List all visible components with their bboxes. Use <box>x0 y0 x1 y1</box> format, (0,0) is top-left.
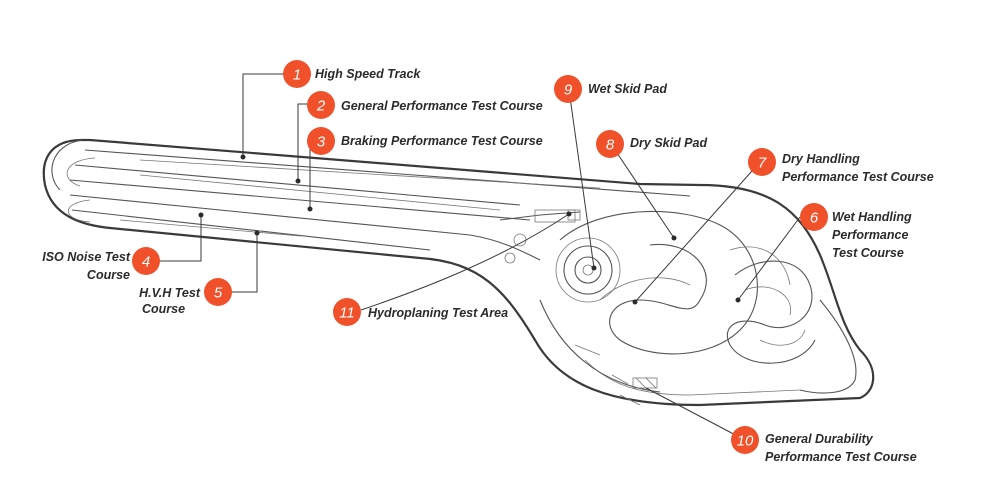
course-callouts: 1 High Speed Track 2 General Performance… <box>42 60 934 464</box>
svg-text:2: 2 <box>316 98 326 115</box>
svg-text:4: 4 <box>142 254 150 271</box>
label-hvh-line2: Course <box>142 302 185 316</box>
svg-text:10: 10 <box>737 433 754 450</box>
label-dry-handling-line1: Dry Handling <box>782 152 860 166</box>
marker-7: 7 <box>748 148 776 176</box>
marker-5: 5 <box>204 278 232 306</box>
label-general-durability-line1: General Durability <box>765 432 874 446</box>
svg-text:9: 9 <box>564 82 573 99</box>
label-high-speed-track: High Speed Track <box>315 67 421 81</box>
marker-9: 9 <box>554 75 582 103</box>
label-general-performance: General Performance Test Course <box>341 99 543 113</box>
track-outline <box>42 138 875 407</box>
marker-3: 3 <box>307 127 335 155</box>
svg-text:8: 8 <box>606 137 615 154</box>
label-hydroplaning: Hydroplaning Test Area <box>368 306 508 320</box>
svg-text:7: 7 <box>758 155 767 172</box>
marker-8: 8 <box>596 130 624 158</box>
marker-1: 1 <box>283 60 311 88</box>
marker-11: 11 <box>333 298 361 326</box>
marker-10: 10 <box>731 426 759 454</box>
label-hvh-line1: H.V.H Test <box>139 286 201 300</box>
label-wet-handling-line3: Test Course <box>832 246 904 260</box>
marker-4: 4 <box>132 247 160 275</box>
marker-2: 2 <box>307 91 335 119</box>
label-iso-noise-line2: Course <box>87 268 130 282</box>
svg-text:3: 3 <box>317 134 326 151</box>
svg-text:5: 5 <box>214 285 223 302</box>
label-dry-handling-line2: Performance Test Course <box>782 170 934 184</box>
svg-text:11: 11 <box>339 305 355 322</box>
label-dry-skid-pad: Dry Skid Pad <box>630 136 707 150</box>
svg-text:1: 1 <box>293 67 301 84</box>
label-braking-performance: Braking Performance Test Course <box>341 134 543 148</box>
label-wet-handling-line2: Performance <box>832 228 908 242</box>
label-wet-handling-line1: Wet Handling <box>832 210 912 224</box>
label-iso-noise-line1: ISO Noise Test <box>42 250 131 264</box>
svg-text:6: 6 <box>810 210 819 227</box>
label-general-durability-line2: Performance Test Course <box>765 450 917 464</box>
marker-6: 6 <box>800 203 828 231</box>
label-wet-skid-pad: Wet Skid Pad <box>588 82 667 96</box>
leader-lines <box>160 73 801 441</box>
